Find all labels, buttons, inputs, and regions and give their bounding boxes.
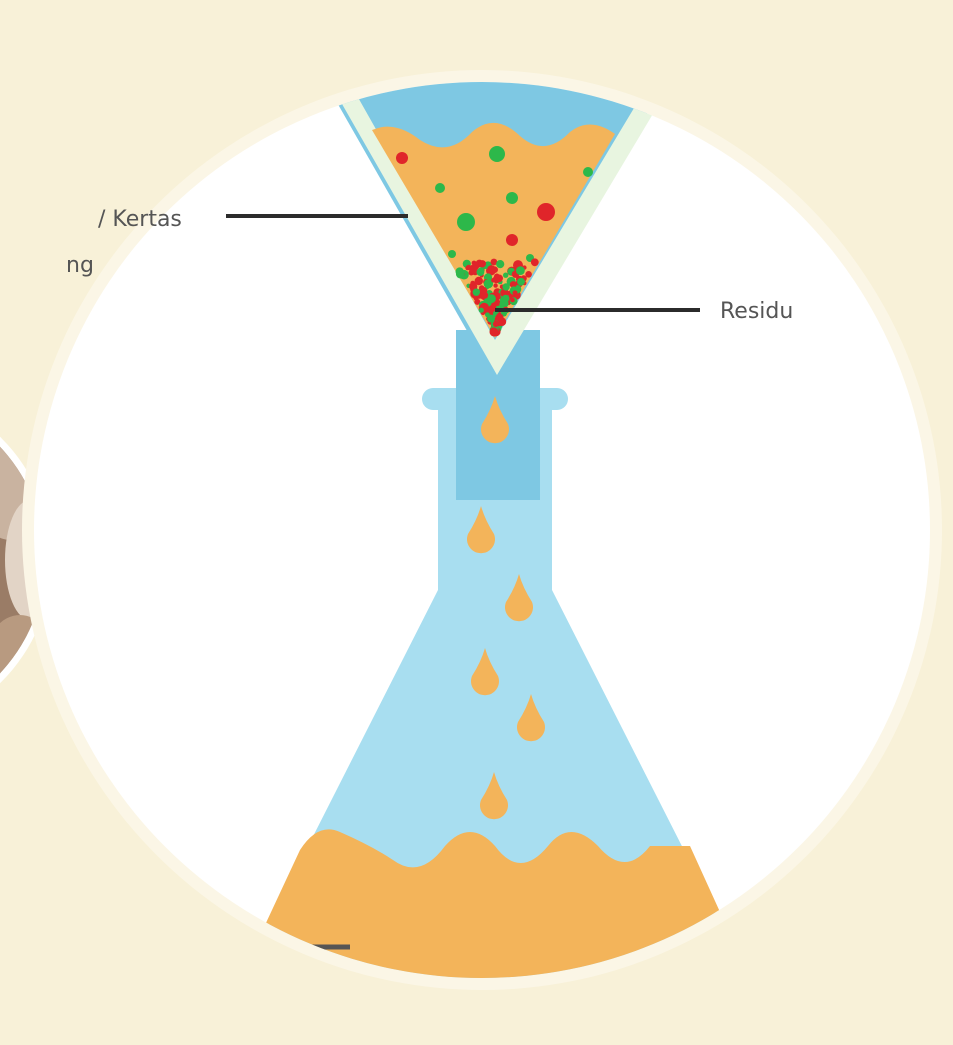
- residue-particle: [469, 265, 478, 274]
- residue-particle: [477, 268, 485, 276]
- residue-particle: [490, 328, 499, 337]
- residue-particle: [493, 283, 497, 287]
- residue-label: Residu: [720, 299, 793, 324]
- residue-particle: [495, 314, 503, 322]
- particle: [583, 167, 593, 177]
- residue-particle: [485, 312, 490, 317]
- residue-particle: [487, 265, 496, 274]
- particle: [448, 250, 456, 258]
- residue-particle: [473, 289, 480, 296]
- residue-particle: [502, 283, 509, 290]
- particle: [457, 213, 475, 231]
- residue-particle: [513, 290, 518, 295]
- particle: [396, 152, 408, 164]
- residue-particle: [517, 278, 525, 286]
- residue-particle: [516, 266, 525, 275]
- residue-particle: [493, 321, 499, 327]
- particle: [435, 183, 445, 193]
- particle: [537, 203, 555, 221]
- residue-particle: [492, 278, 496, 282]
- residue-particle: [503, 273, 508, 278]
- filter-paper-label-line2: ng: [66, 253, 94, 278]
- residue-particle: [496, 260, 504, 268]
- residue-particle: [487, 294, 496, 303]
- residue-particle: [510, 298, 515, 303]
- residue-particle: [479, 260, 486, 267]
- residue-particle: [480, 287, 488, 295]
- residue-particle: [525, 271, 532, 278]
- filtrate-liquid: [230, 829, 760, 1000]
- residue-particle: [531, 258, 539, 266]
- residue-particle: [499, 299, 508, 308]
- particle: [506, 234, 518, 246]
- particle: [489, 146, 505, 162]
- residue-particle: [495, 275, 503, 283]
- particle: [506, 192, 518, 204]
- residue-particle: [470, 281, 475, 286]
- residue-particle: [479, 308, 484, 313]
- residue-particle: [456, 267, 464, 275]
- filter-paper-label: / Kertas: [98, 207, 182, 232]
